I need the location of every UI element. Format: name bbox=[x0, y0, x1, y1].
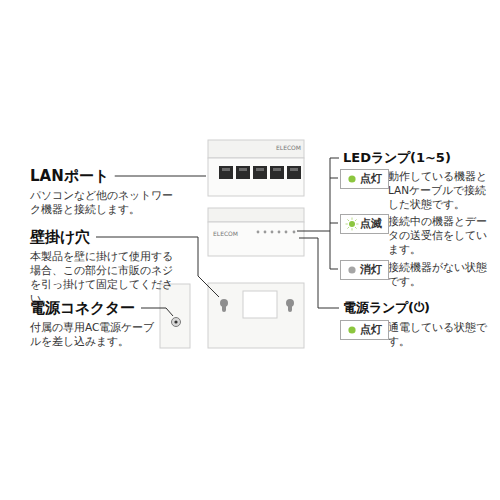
lan-port bbox=[236, 166, 250, 179]
led-dot bbox=[293, 231, 296, 234]
lan-port bbox=[287, 166, 301, 179]
brand-mark: ELECOM bbox=[276, 144, 301, 152]
status-dot bbox=[349, 221, 355, 227]
feature-description: 付属の専用AC電源ケーブルを差し込みます。 bbox=[30, 320, 160, 348]
led-dot bbox=[257, 231, 260, 234]
brand-mark: ELECOM bbox=[213, 230, 238, 238]
lan-port-pins bbox=[222, 168, 298, 171]
feature-heading: LANポート bbox=[30, 167, 109, 185]
switch-front-view bbox=[208, 208, 304, 256]
status-badge: 消灯 bbox=[340, 260, 389, 280]
blink-ray bbox=[347, 219, 349, 221]
status-word: 点灯 bbox=[360, 323, 382, 336]
led-dot bbox=[285, 231, 288, 234]
status-dot bbox=[348, 175, 355, 182]
status-badge: 点滅 bbox=[340, 214, 389, 234]
port-pins bbox=[290, 168, 298, 171]
status-dot bbox=[348, 326, 355, 333]
bracket-line bbox=[330, 158, 331, 269]
switch-bottom-face bbox=[208, 283, 304, 348]
switch-front-face bbox=[208, 158, 304, 196]
lan-port bbox=[253, 166, 267, 179]
lamp-heading: 電源ランプ(⏻) bbox=[343, 299, 430, 317]
blink-ray bbox=[356, 224, 358, 225]
leader-line bbox=[115, 176, 206, 177]
led-dot bbox=[278, 231, 281, 234]
status-dot-icon bbox=[345, 323, 359, 337]
led-bracket bbox=[297, 158, 339, 308]
lamp-heading: LEDランプ(1~5) bbox=[343, 149, 451, 167]
switch-side-face bbox=[160, 284, 190, 348]
bracket-tick bbox=[330, 223, 338, 224]
led-row bbox=[257, 231, 296, 234]
blink-ray bbox=[355, 227, 357, 229]
switch-top-face bbox=[208, 140, 304, 158]
power-jack-pin bbox=[174, 320, 177, 323]
lan-port bbox=[219, 166, 233, 179]
leader-line bbox=[297, 231, 330, 232]
status-word: 消灯 bbox=[360, 263, 382, 276]
status-badge: 点灯 bbox=[340, 320, 389, 340]
bracket-tick bbox=[330, 158, 339, 159]
lamp-description: 接続中の機器とデータの送受信をしています。 bbox=[388, 214, 488, 256]
status-dot-icon bbox=[345, 217, 359, 231]
switch-top-view bbox=[208, 140, 304, 196]
keyhole-slot bbox=[222, 303, 226, 312]
status-dot bbox=[348, 266, 355, 273]
bracket-tick bbox=[330, 178, 338, 179]
label-plate bbox=[243, 291, 277, 318]
lamp-description: 通電している状態です。 bbox=[388, 320, 488, 348]
lan-port-row bbox=[219, 166, 301, 179]
status-badge: 点灯 bbox=[340, 169, 389, 189]
status-word: 点滅 bbox=[360, 217, 382, 230]
switch-top-face bbox=[208, 208, 304, 222]
feature-description: パソコンなど他のネットワーク機器と接続します。 bbox=[30, 188, 182, 216]
leader-line bbox=[141, 308, 173, 316]
blink-ray bbox=[352, 218, 353, 220]
port-pins bbox=[256, 168, 264, 171]
feature-heading: 壁掛け穴 bbox=[30, 228, 90, 246]
bracket-tick bbox=[330, 269, 338, 270]
power-jack bbox=[172, 318, 181, 327]
lan-port bbox=[270, 166, 284, 179]
port-pins bbox=[222, 168, 230, 171]
blink-ray bbox=[352, 228, 353, 230]
feature-heading: 電源コネクター bbox=[30, 299, 135, 317]
led-dot bbox=[264, 231, 267, 234]
leader-line bbox=[299, 238, 339, 308]
status-dot-icon bbox=[345, 172, 359, 186]
port-pins bbox=[239, 168, 247, 171]
lamp-description: 接続機器がない状態です。 bbox=[388, 260, 488, 288]
wall-hole-left bbox=[220, 299, 228, 312]
switch-side-view bbox=[160, 284, 190, 348]
lamp-description: 動作している機器とLANケーブルで接続した状態です。 bbox=[388, 169, 488, 211]
wall-hole-right bbox=[286, 299, 294, 312]
port-pins bbox=[273, 168, 281, 171]
blink-ray bbox=[346, 224, 348, 225]
led-dot bbox=[271, 231, 274, 234]
blink-ray bbox=[347, 227, 349, 229]
feature-description: 本製品を壁に掛けて使用する場合、この部分に市販のネジを引っ掛けて固定してください… bbox=[30, 249, 182, 305]
keyhole-slot bbox=[288, 303, 292, 312]
switch-front-face bbox=[208, 222, 304, 256]
status-word: 点灯 bbox=[360, 172, 382, 185]
status-dot-icon bbox=[345, 263, 359, 277]
blink-ray bbox=[355, 219, 357, 221]
switch-bottom-view bbox=[208, 283, 304, 348]
